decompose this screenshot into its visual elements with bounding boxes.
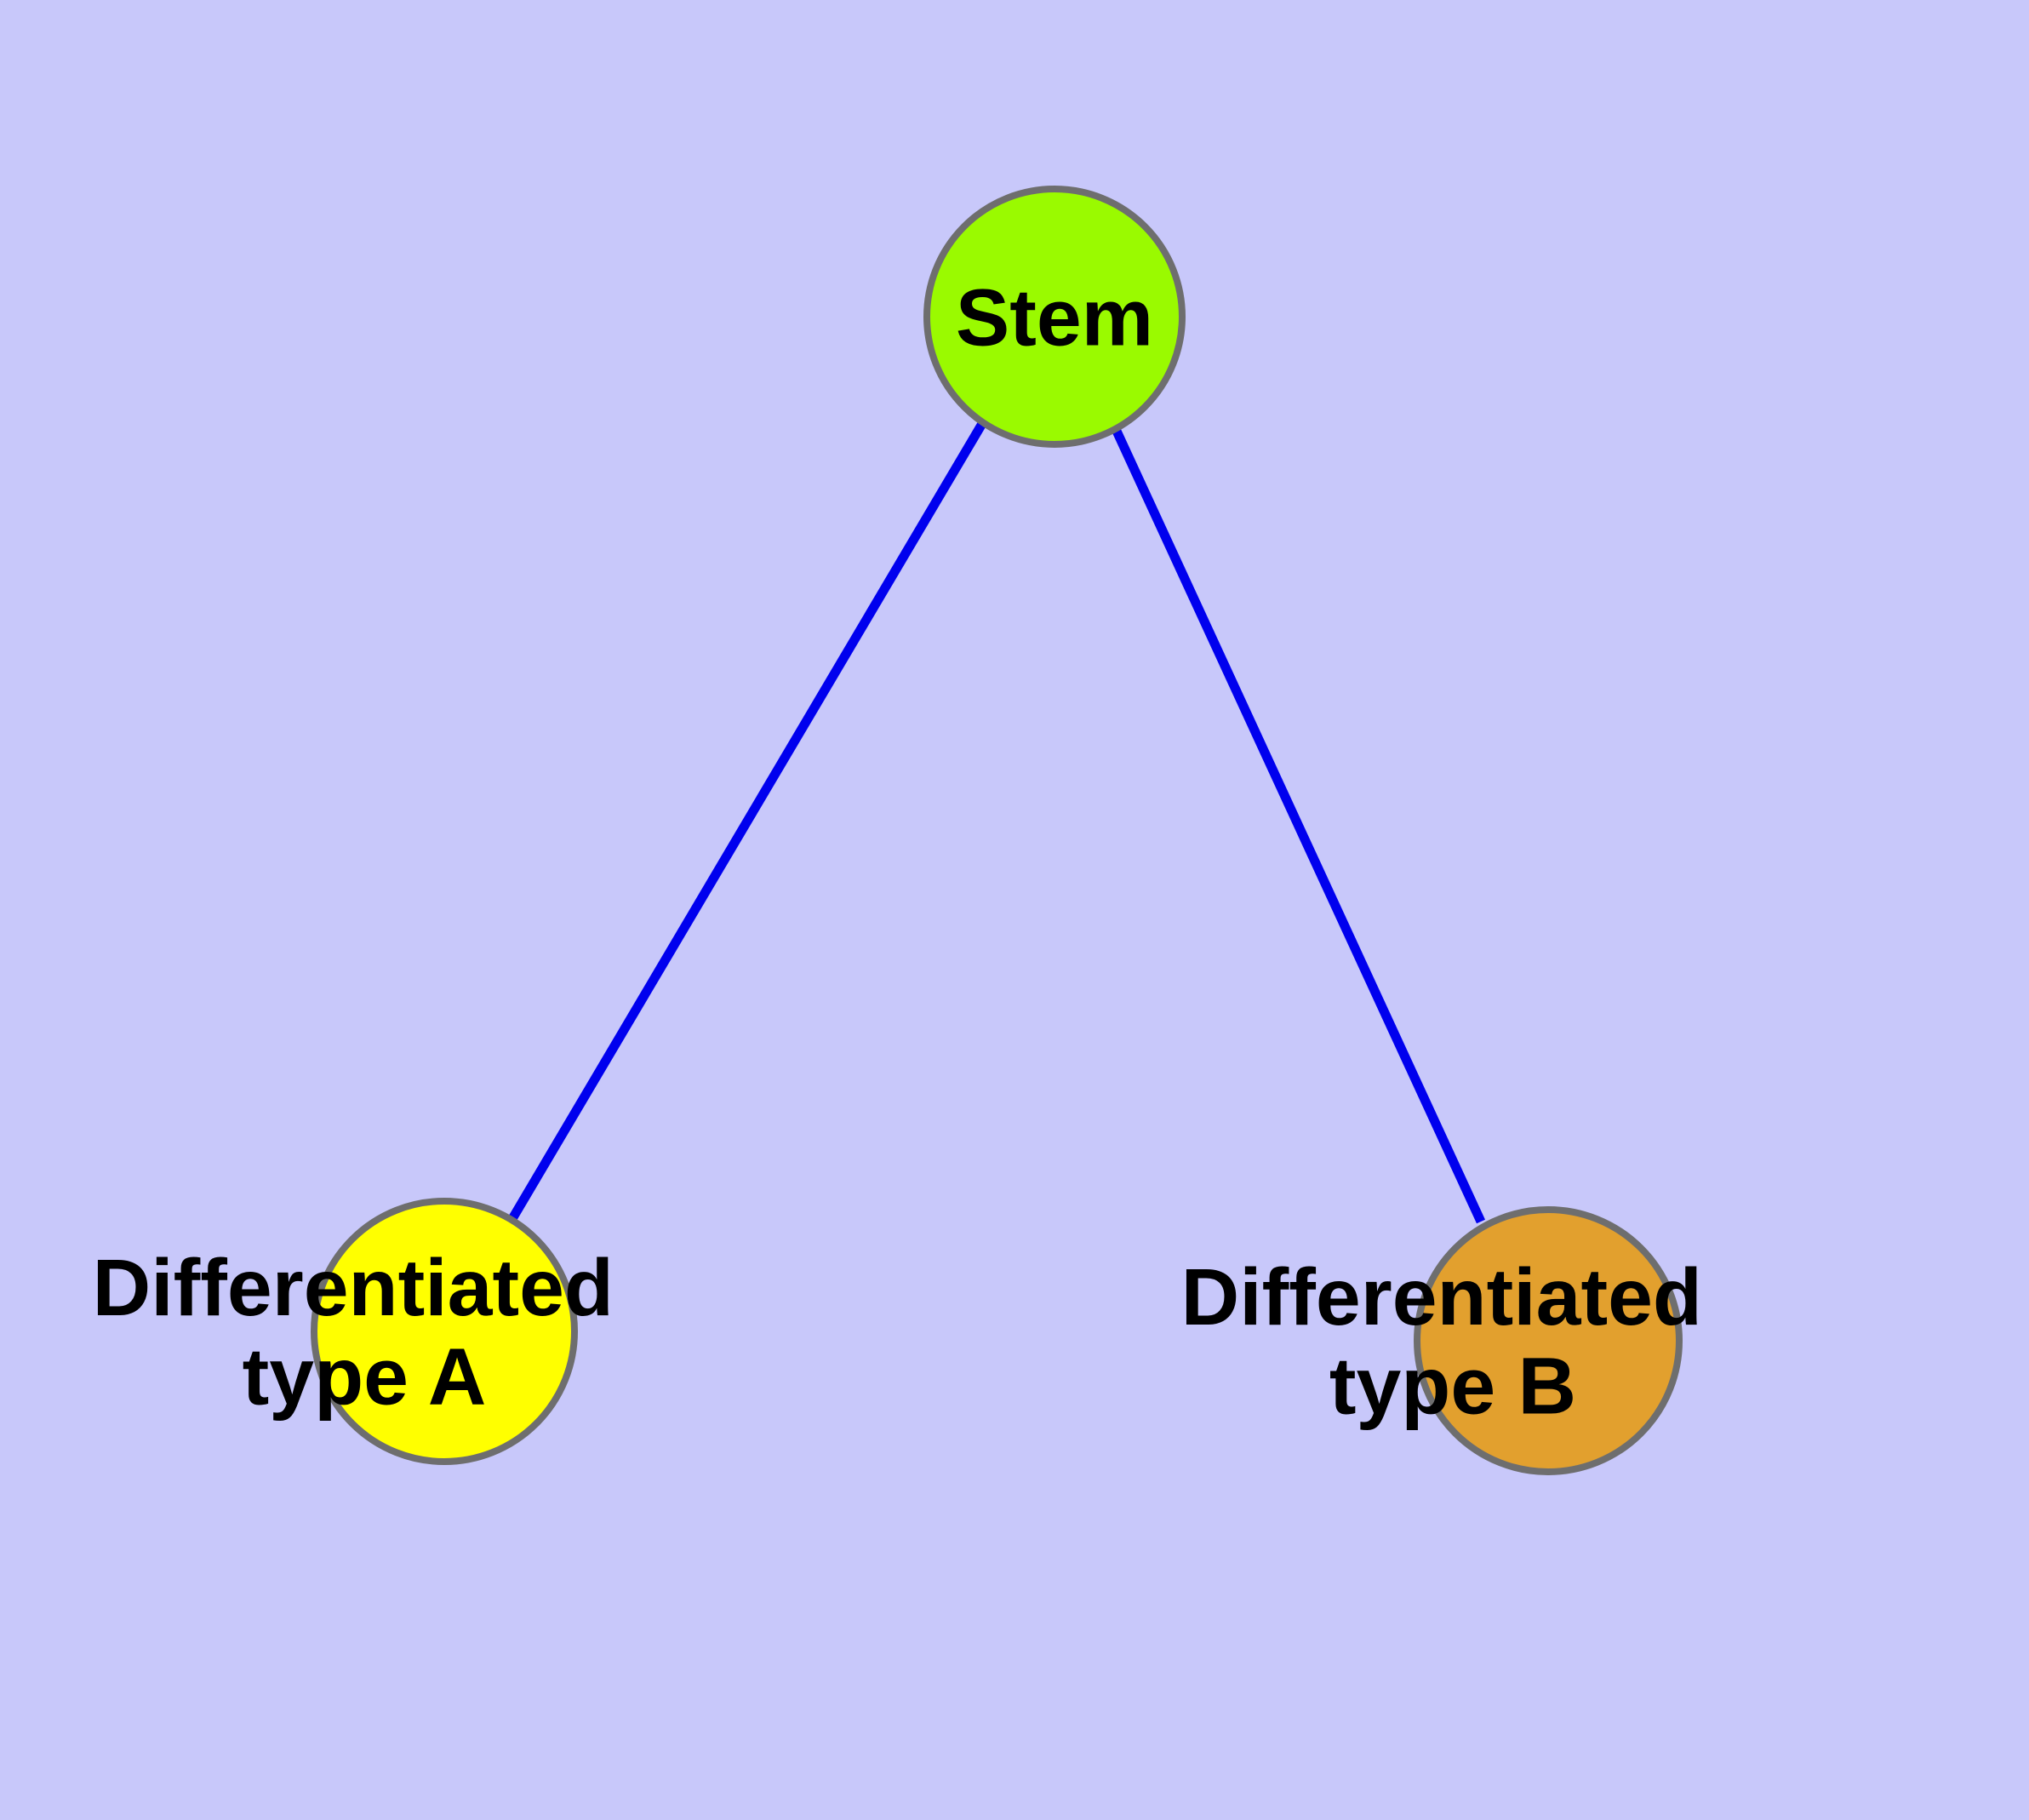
- label-layer: Stem Differentiated type A Differentiate…: [93, 272, 1725, 1432]
- node-label-differentiated-type-b-line2: type B: [1329, 1342, 1576, 1432]
- node-label-differentiated-type-b-line1: Differentiated: [1181, 1252, 1702, 1342]
- edge-stem-to-differentiated-type-a[interactable]: [509, 420, 987, 1220]
- node-layer: [311, 186, 1683, 1475]
- edge-stem-to-differentiated-type-b[interactable]: [1111, 425, 1485, 1224]
- node-label-stem-line1: Stem: [956, 272, 1153, 363]
- node-label-differentiated-type-a: Differentiated type A: [93, 1243, 637, 1422]
- node-label-differentiated-type-a-line1: Differentiated: [93, 1243, 614, 1333]
- node-differentiated-type-b[interactable]: [1414, 1206, 1683, 1475]
- node-differentiated-type-a[interactable]: [311, 1198, 578, 1465]
- edge-layer: [509, 420, 1485, 1224]
- node-label-stem: Stem: [956, 272, 1153, 363]
- node-label-differentiated-type-a-line2: type A: [243, 1332, 487, 1422]
- node-label-differentiated-type-b: Differentiated type B: [1181, 1252, 1725, 1432]
- node-stem[interactable]: [923, 186, 1186, 448]
